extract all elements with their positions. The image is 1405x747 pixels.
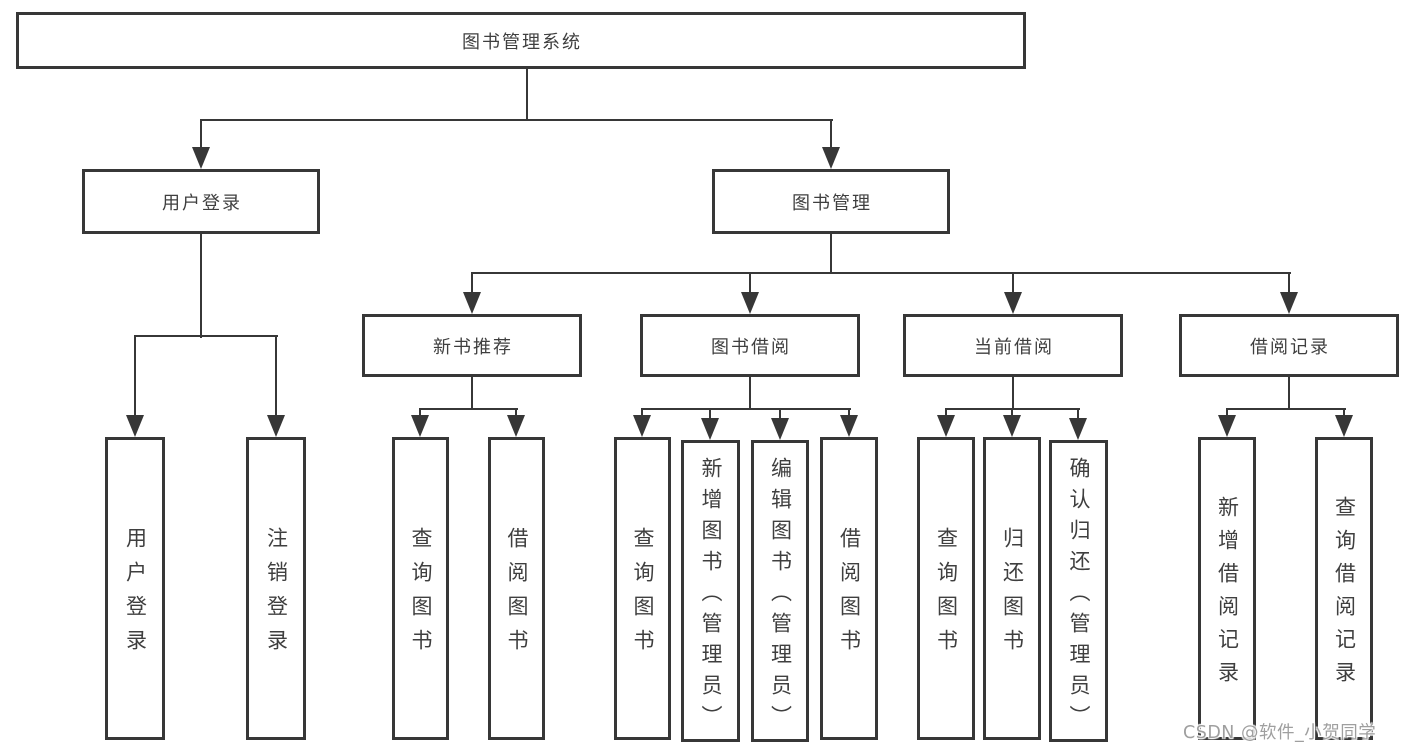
connector-drop-user-login (200, 119, 202, 151)
leaf-add-borrow-record-label: 新增借阅记录 (1215, 495, 1240, 694)
connector-book-management-branch (471, 272, 1291, 274)
connector-borrow-records-stem (1288, 377, 1290, 410)
leaf-query-books-3-label: 查询图书 (934, 527, 959, 663)
node-new-book-recommend: 新书推荐 (362, 314, 582, 377)
arrowhead-current-borrow (1004, 292, 1022, 314)
arrowhead-add-book-admin (701, 418, 719, 440)
leaf-user-login: 用户登录 (105, 437, 165, 740)
connector-user-login-stem (200, 234, 202, 338)
node-book-management-label: 图书管理 (792, 192, 872, 214)
connector-drop-leaf-user-login (134, 335, 136, 417)
leaf-query-borrow-record-label: 查询借阅记录 (1332, 495, 1357, 694)
arrowhead-query-borrow-record (1335, 415, 1353, 437)
connector-drop-book-borrow (749, 272, 751, 294)
leaf-logout-label: 注销登录 (264, 527, 289, 663)
connector-drop-borrow-records (1288, 272, 1290, 294)
connector-new-book-recommend-stem (471, 377, 473, 410)
arrowhead-add-borrow-record (1218, 415, 1236, 437)
leaf-edit-book-admin-label: 编辑图书（管理员） (768, 456, 793, 736)
connector-book-borrow-branch (641, 408, 851, 410)
node-book-management: 图书管理 (712, 169, 950, 234)
node-new-book-recommend-label: 新书推荐 (433, 336, 513, 358)
node-root: 图书管理系统 (16, 12, 1026, 69)
leaf-return-book: 归还图书 (983, 437, 1041, 740)
connector-drop-new-book-recommend (471, 272, 473, 294)
connector-book-borrow-stem (749, 377, 751, 410)
arrowhead-confirm-return-admin (1069, 418, 1087, 440)
leaf-add-book-admin-label: 新增图书（管理员） (699, 456, 723, 736)
arrowhead-query-books-3 (937, 415, 955, 437)
arrowhead-query-books-2 (633, 415, 651, 437)
leaf-borrow-books-1-label: 借阅图书 (505, 527, 529, 663)
leaf-query-books-2: 查询图书 (614, 437, 671, 740)
arrowhead-borrow-books-1 (507, 415, 525, 437)
node-book-borrow: 图书借阅 (640, 314, 860, 377)
connector-drop-current-borrow (1012, 272, 1014, 294)
connector-drop-query-borrow-record (1343, 408, 1345, 416)
connector-drop-confirm-return-admin (1077, 408, 1079, 420)
node-current-borrow: 当前借阅 (903, 314, 1123, 377)
node-user-login: 用户登录 (82, 169, 320, 234)
connector-drop-query-books-1 (419, 408, 421, 416)
connector-drop-add-book-admin (709, 408, 711, 420)
connector-user-login-branch (134, 335, 278, 337)
connector-drop-book-management (830, 119, 832, 151)
arrowhead-edit-book-admin (771, 418, 789, 440)
connector-drop-add-borrow-record (1226, 408, 1228, 416)
node-user-login-label: 用户登录 (162, 192, 242, 214)
node-borrow-records: 借阅记录 (1179, 314, 1399, 377)
connector-new-book-recommend-branch (419, 408, 518, 410)
leaf-query-books-1: 查询图书 (392, 437, 449, 740)
arrowhead-borrow-books-2 (840, 415, 858, 437)
node-current-borrow-label: 当前借阅 (974, 336, 1054, 358)
connector-borrow-records-branch (1226, 408, 1346, 410)
connector-drop-edit-book-admin (779, 408, 781, 420)
leaf-return-book-label: 归还图书 (1000, 527, 1025, 663)
watermark-text: CSDN @软件_小贺同学 (1183, 723, 1377, 743)
arrowhead-query-books-1 (411, 415, 429, 437)
leaf-query-books-1-label: 查询图书 (409, 527, 433, 663)
arrowhead-book-borrow (741, 292, 759, 314)
leaf-borrow-books-1: 借阅图书 (488, 437, 545, 740)
connector-drop-borrow-books-1 (515, 408, 517, 416)
node-borrow-records-label: 借阅记录 (1250, 336, 1330, 358)
arrowhead-leaf-logout (267, 415, 285, 437)
leaf-add-borrow-record: 新增借阅记录 (1198, 437, 1256, 740)
leaf-borrow-books-2: 借阅图书 (820, 437, 878, 740)
arrowhead-leaf-user-login (126, 415, 144, 437)
arrowhead-book-management (822, 147, 840, 169)
connector-drop-borrow-books-2 (848, 408, 850, 416)
arrowhead-user-login (192, 147, 210, 169)
node-book-borrow-label: 图书借阅 (711, 336, 791, 358)
leaf-query-borrow-record: 查询借阅记录 (1315, 437, 1373, 740)
connector-drop-query-books-2 (641, 408, 643, 416)
connector-drop-leaf-logout (275, 335, 277, 417)
connector-book-management-stem (830, 234, 832, 274)
leaf-user-login-label: 用户登录 (123, 527, 148, 663)
leaf-confirm-return-admin-label: 确认归还（管理员） (1067, 456, 1091, 736)
leaf-logout: 注销登录 (246, 437, 306, 740)
arrowhead-return-book (1003, 415, 1021, 437)
connector-current-borrow-stem (1012, 377, 1014, 410)
leaf-confirm-return-admin: 确认归还（管理员） (1049, 440, 1108, 742)
node-root-label: 图书管理系统 (462, 31, 582, 53)
connector-root-branch (200, 119, 833, 121)
connector-drop-query-books-3 (945, 408, 947, 416)
arrowhead-borrow-records (1280, 292, 1298, 314)
leaf-borrow-books-2-label: 借阅图书 (837, 527, 862, 663)
connector-drop-return-book (1011, 408, 1013, 416)
connector-root-stem (526, 69, 528, 121)
leaf-query-books-2-label: 查询图书 (631, 527, 655, 663)
leaf-add-book-admin: 新增图书（管理员） (681, 440, 740, 742)
leaf-query-books-3: 查询图书 (917, 437, 975, 740)
leaf-edit-book-admin: 编辑图书（管理员） (751, 440, 809, 742)
arrowhead-new-book-recommend (463, 292, 481, 314)
